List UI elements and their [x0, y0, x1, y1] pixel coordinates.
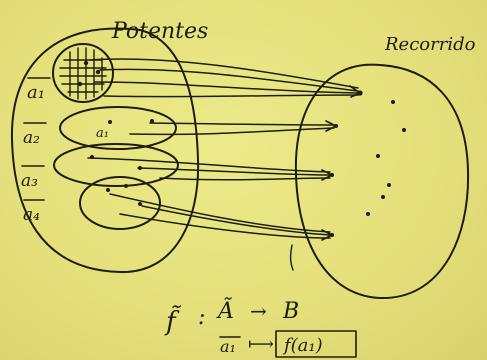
formula-mapsto: ⟼ — [248, 334, 274, 355]
codomain-points — [330, 90, 406, 237]
formula-image-box — [275, 330, 357, 358]
codomain-set-outline — [294, 63, 470, 300]
class-label-a2: a₂ — [23, 122, 47, 148]
formula-element: a₁ — [220, 337, 236, 356]
domain-points — [77, 60, 154, 206]
svg-text:a₂: a₂ — [23, 128, 40, 148]
formula-colon: : — [198, 305, 205, 330]
formula-domain: Ã — [216, 296, 234, 324]
class-a1-outline — [52, 43, 114, 103]
arrowheads — [321, 85, 361, 241]
domain-set-outline — [10, 27, 200, 274]
class-label-a4: a₄ — [23, 199, 45, 225]
formula-codomain: B — [282, 299, 299, 324]
class-a3-outline — [53, 143, 179, 187]
class-a4-outline — [79, 176, 161, 230]
class-a1-hatch — [59, 47, 107, 100]
mapping-arrows — [87, 58, 359, 239]
formula-line-2: a₁ ⟼ f(a₁) — [219, 330, 357, 358]
class-a2-outline — [59, 106, 177, 150]
codomain-title: Recorrido — [384, 34, 476, 55]
svg-text:a₁: a₁ — [27, 82, 45, 103]
class-a2-inner-label: a₁ — [96, 126, 109, 141]
class-label-a3: a₃ — [21, 165, 45, 191]
formula-arrow: → — [250, 299, 267, 323]
stray-ink-mark — [289, 244, 294, 271]
svg-text:a₃: a₃ — [21, 171, 38, 191]
formula-image: f(a₁) — [282, 335, 323, 356]
svg-text:a₄: a₄ — [23, 205, 40, 225]
class-label-a1: a₁ — [27, 77, 51, 103]
formula-function: f̃ — [164, 305, 182, 337]
